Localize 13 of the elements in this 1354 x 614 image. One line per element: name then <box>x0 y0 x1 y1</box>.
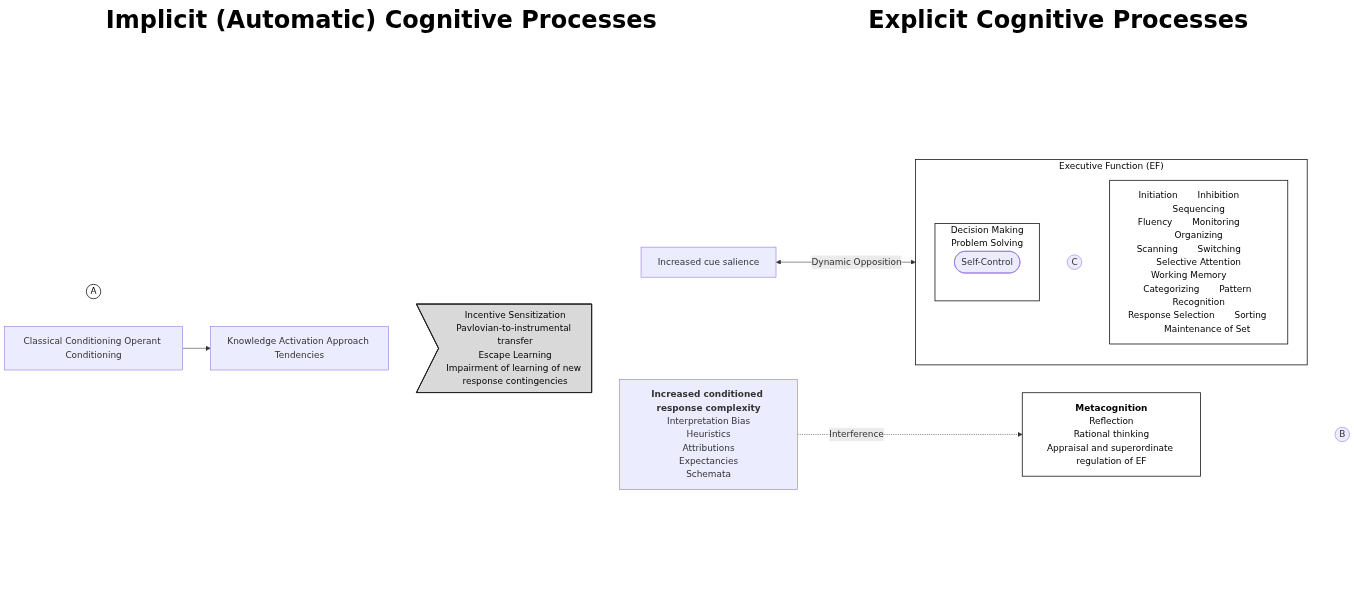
node-box: Increased conditioned response complexity Interpretation Bias Heuristics Attributions Expectancies Schemata <box>619 379 798 491</box>
node-box: Increased cue salience <box>640 247 777 278</box>
node-box: Metacognition Reflection Rational thinking Appraisal and superordinate regulation of EF <box>1021 392 1201 478</box>
node-box: Classical Conditioning Operant Conditioning <box>4 326 183 371</box>
section-heading: Implicit (Automatic) Cognitive Processes <box>105 6 657 34</box>
edge-label: Dynamic Opposition <box>811 257 902 268</box>
section-heading: Explicit Cognitive Processes <box>868 6 1249 34</box>
node-circle: B <box>1334 427 1350 443</box>
edge-label: Interference <box>829 429 884 440</box>
node-box: Initiation Inhibition Sequencing Fluency Monitoring Organizing Scanning Switching Selective Attention Working Memory Categorizing Pattern Recognition Response Selection Sorting Maintenance of Set <box>1109 180 1289 345</box>
node-circle: C <box>1066 255 1083 271</box>
node-circle: A <box>85 284 102 300</box>
node-box: Knowledge Activation Approach Tendencies <box>210 326 389 371</box>
